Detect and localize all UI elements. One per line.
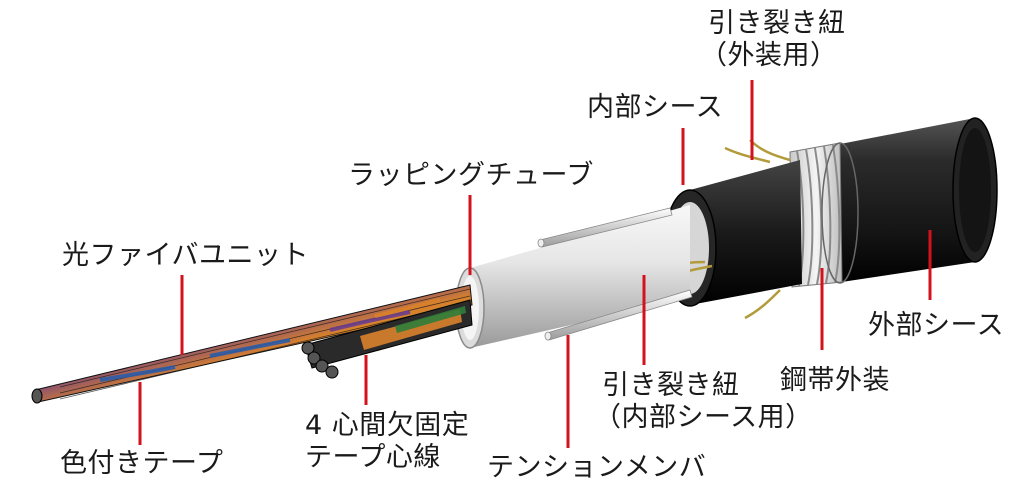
label-ribbon-fiber-line1: 4 心間欠固定 <box>305 410 470 441</box>
label-inner-sheath: 内部シース <box>587 92 723 124</box>
label-ripcord-outer: 引き裂き紐 （外装用） <box>700 8 846 72</box>
label-tension-member-text: テンションメンバ <box>487 452 707 483</box>
label-fiber-unit: 光ファイバユニット <box>62 240 309 272</box>
label-tension-member: テンションメンバ <box>487 452 706 484</box>
optical-fiber-unit <box>31 284 473 404</box>
label-steel-tape-armor: 鋼帯外装 <box>780 365 890 397</box>
label-ripcord-inner-line1: 引き裂き紐 <box>602 370 740 401</box>
colored-tape <box>99 298 441 382</box>
label-ripcord-inner: 引き裂き紐 （内部シース用） <box>594 370 813 434</box>
steel-tape-armor <box>789 142 859 288</box>
label-steel-tape-armor-text: 鋼帯外装 <box>780 365 890 396</box>
label-outer-sheath-text: 外部シース <box>868 310 1005 341</box>
label-colored-tape-text: 色付きテープ <box>60 448 224 479</box>
label-outer-sheath: 外部シース <box>868 310 1004 342</box>
label-fiber-unit-text: 光ファイバユニット <box>62 240 309 271</box>
label-inner-sheath-text: 内部シース <box>587 92 724 123</box>
outer-sheath <box>835 117 998 283</box>
label-ribbon-fiber: 4 心間欠固定 テープ心線 <box>305 410 469 474</box>
label-ripcord-outer-line1: 引き裂き紐 <box>708 8 846 39</box>
tension-members <box>537 207 693 341</box>
label-ribbon-fiber-line2: テープ心線 <box>305 442 441 473</box>
label-ripcord-inner-line2: （内部シース用） <box>594 402 813 433</box>
label-wrapping-tube-text: ラッピングチューブ <box>348 160 594 191</box>
label-wrapping-tube: ラッピングチューブ <box>348 160 594 192</box>
label-colored-tape: 色付きテープ <box>60 448 223 480</box>
ribbon-fibers <box>301 299 473 379</box>
label-ripcord-outer-line2: （外装用） <box>700 40 838 71</box>
leader-lines <box>138 80 932 448</box>
